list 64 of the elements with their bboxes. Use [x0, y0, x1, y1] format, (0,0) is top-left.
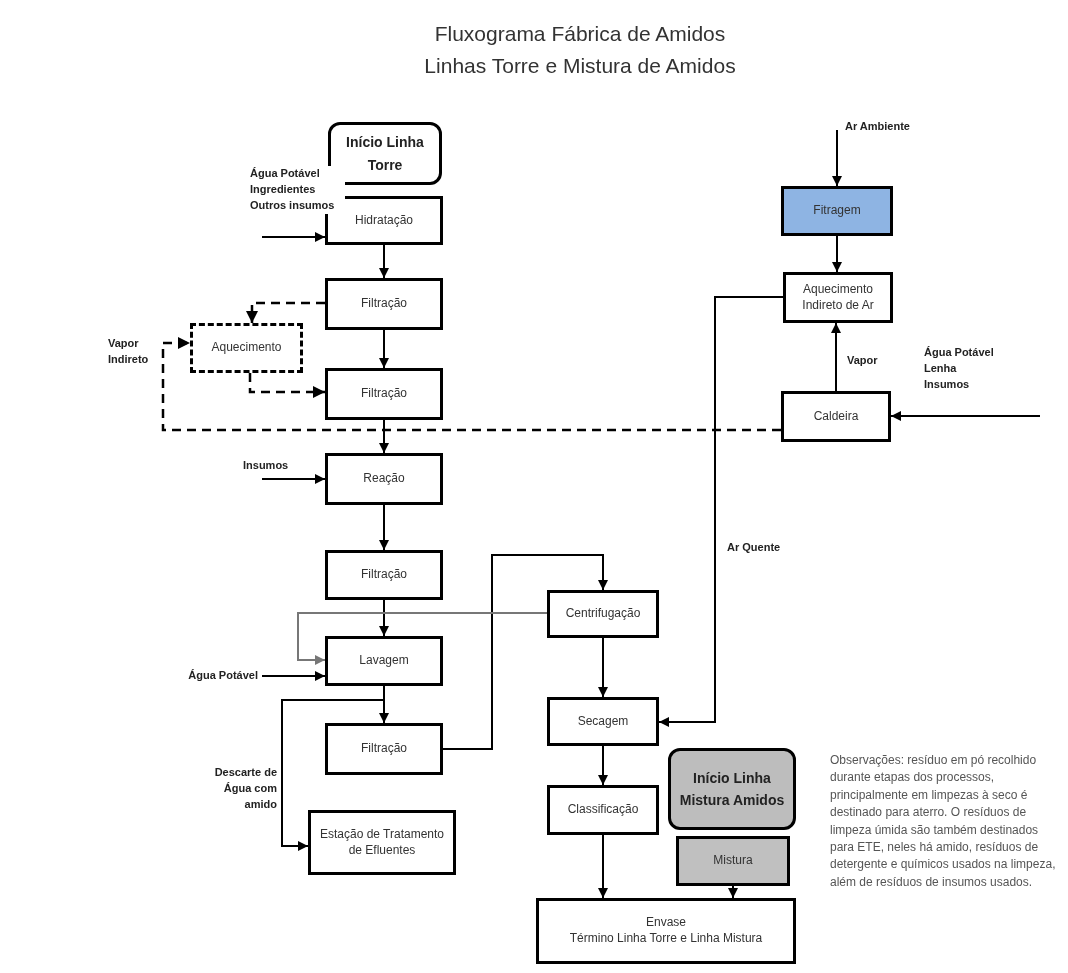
- arrow: [658, 296, 784, 727]
- arrow: [297, 612, 548, 665]
- process-box: [536, 898, 796, 964]
- step-label: Secagem: [577, 713, 629, 730]
- process-box: [325, 453, 443, 505]
- start-terminal: [668, 748, 796, 830]
- dashed-arrow: [248, 373, 325, 399]
- step-label: Filtração: [361, 296, 407, 312]
- arrow: [281, 685, 385, 851]
- step-label: Filtração: [361, 386, 407, 402]
- process-box: [781, 391, 891, 442]
- process-box: [676, 836, 790, 886]
- step-label: Caldeira: [813, 408, 859, 425]
- step-label: Aquecimento Indireto de Ar: [801, 281, 875, 314]
- step-label: Centrifugação: [565, 606, 641, 622]
- step-label: Mistura: [713, 853, 753, 869]
- arrow: [832, 129, 842, 187]
- step-label: Envase: [646, 915, 686, 931]
- step-label: Reação: [363, 471, 405, 487]
- arrow: [598, 745, 608, 786]
- step-label: Fitragem: [813, 203, 861, 219]
- process-box: [325, 550, 443, 600]
- arrow: [379, 504, 389, 551]
- arrow: [261, 474, 326, 484]
- step-label: Classificação: [567, 802, 639, 818]
- process-box: [325, 636, 443, 686]
- step-label: Estação de Tratamento de Efluentes: [318, 826, 446, 859]
- diagram-title: Fluxograma Fábrica de Amidos Linhas Torre e Mistura de Amidos: [423, 21, 737, 79]
- process-box: [547, 785, 659, 835]
- step-label: Filtração: [361, 741, 407, 757]
- step-label: Filtração: [361, 567, 407, 583]
- arrow: [728, 885, 738, 899]
- arrow: [831, 322, 841, 392]
- arrow: [442, 554, 608, 750]
- arrow: [261, 232, 326, 242]
- filter-step-box: [781, 186, 893, 236]
- step-label: Hidratação: [355, 212, 413, 229]
- process-box: [325, 723, 443, 775]
- step-label: Início Linha Torre: [345, 133, 425, 175]
- arrow: [890, 411, 1041, 421]
- step-label: Término Linha Torre e Linha Mistura: [569, 931, 763, 947]
- start-terminal: [328, 122, 442, 185]
- step-label: Aquecimento: [211, 340, 282, 356]
- edge-label: Água Potável Ingredientes Outros insumos: [250, 166, 345, 214]
- process-box: [547, 590, 659, 638]
- process-box: [547, 697, 659, 746]
- arrow: [598, 637, 608, 698]
- arrow: [832, 235, 842, 273]
- arrow: [379, 329, 389, 369]
- process-box: [783, 272, 893, 323]
- note-text: Observações: resíduo em pó recolhido durante etapas dos processos, principalmente em limpezas à seco é destinado para aterro. O resíduos de limpeza úmida são também destinados para ETE, neles há amido, resíduos de detergente e químicos usados na limpeza, além de resíduos de insumos usados.: [830, 752, 1057, 891]
- arrow: [379, 419, 389, 454]
- arrow: [261, 671, 326, 681]
- arrow: [598, 834, 608, 899]
- dashed-arrow: [161, 336, 781, 432]
- process-box: [308, 810, 456, 875]
- heating-step-box: [190, 323, 303, 373]
- process-box: [325, 278, 443, 330]
- dashed-arrow: [245, 301, 325, 323]
- process-box: [325, 368, 443, 420]
- step-label: Lavagem: [359, 653, 409, 669]
- step-label: Início Linha Mistura Amidos: [678, 768, 786, 810]
- arrow: [379, 244, 389, 279]
- arrow: [379, 599, 389, 637]
